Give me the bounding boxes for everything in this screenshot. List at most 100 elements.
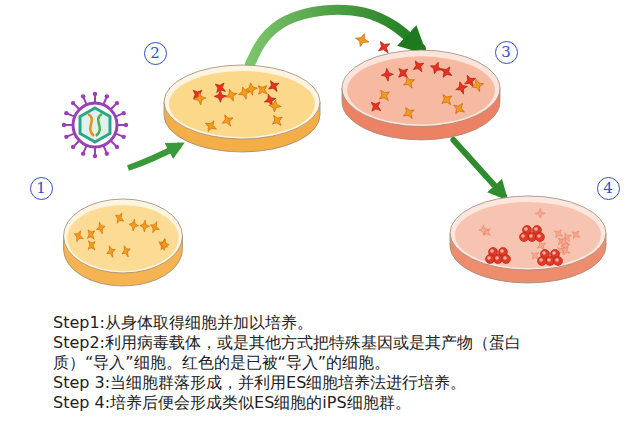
- virus-spike-tip: [121, 111, 125, 115]
- culture-medium: [67, 205, 178, 271]
- virus-spike-tip: [71, 101, 75, 105]
- dish-rim: [450, 196, 606, 270]
- colony-highlight: [534, 227, 538, 231]
- colony-highlight: [521, 234, 525, 238]
- cell-group: [479, 208, 583, 262]
- dish-drawing: [62, 196, 184, 288]
- colony-cell: [502, 255, 511, 264]
- ips-colony: [486, 248, 511, 264]
- colony-cell: [520, 233, 529, 242]
- virus-arrow: [128, 145, 180, 168]
- cell: [194, 92, 207, 105]
- cell: [557, 235, 570, 248]
- cell: [470, 78, 485, 93]
- virus-spike-tip: [124, 123, 128, 127]
- cell: [268, 99, 282, 113]
- petri-dish: 3: [340, 47, 502, 142]
- callout-circle: 2: [144, 42, 167, 65]
- cell: [381, 68, 394, 81]
- colony-highlight: [542, 251, 546, 255]
- cell: [410, 58, 427, 75]
- colony-highlight: [524, 227, 528, 231]
- culture-medium: [169, 71, 315, 137]
- cell: [120, 243, 132, 259]
- cell: [113, 210, 126, 227]
- colony-cell: [486, 255, 495, 264]
- cell: [85, 237, 98, 254]
- cell: [72, 228, 85, 244]
- cell: [438, 63, 455, 81]
- colony-highlight: [547, 258, 551, 262]
- virus-gene: [88, 114, 94, 136]
- virus-spike-tip: [81, 151, 85, 155]
- petri-dish: 1: [62, 196, 184, 288]
- cell: [438, 91, 455, 109]
- colony-highlight: [500, 249, 504, 253]
- step-note: Step 3:当细胞群落形成，并利用ES细胞培养法进行培养。: [53, 373, 563, 393]
- cell: [220, 112, 236, 128]
- dish-rim: [342, 50, 500, 126]
- colony-cell: [536, 233, 545, 242]
- callout-number: 4: [603, 181, 613, 196]
- dish-drawing: [340, 47, 502, 142]
- dish-rim: [164, 65, 320, 139]
- virus-spike-tip: [115, 145, 119, 149]
- cell: [401, 74, 417, 91]
- cell: [535, 208, 545, 218]
- cell: [266, 78, 282, 95]
- cell: [480, 225, 494, 239]
- callout-number: 2: [150, 46, 160, 61]
- petri-dish: 4: [448, 193, 608, 285]
- cell: [85, 226, 98, 243]
- cell: [128, 218, 139, 232]
- cell: [139, 219, 150, 233]
- ips-colony: [520, 226, 545, 242]
- colony-highlight: [495, 256, 499, 260]
- dish-drawing: [162, 62, 322, 154]
- cell: [148, 219, 161, 235]
- callout-number: 3: [501, 45, 511, 60]
- process-arrow: [453, 140, 504, 196]
- dish-rim: [64, 199, 183, 273]
- cell: [105, 244, 117, 260]
- cell: [559, 244, 573, 258]
- virus-spike-tip: [64, 111, 68, 115]
- cell: [159, 238, 169, 251]
- colony-highlight: [503, 256, 507, 260]
- colony-highlight: [539, 258, 543, 262]
- cell: [254, 81, 271, 98]
- petri-dish: 2: [162, 62, 322, 154]
- cell: [157, 236, 170, 253]
- cell: [528, 249, 542, 263]
- cell: [569, 228, 583, 242]
- colony-highlight: [555, 258, 559, 262]
- virus-spike-tip: [115, 101, 119, 105]
- virus-spike-tip: [71, 145, 75, 149]
- ips-colony: [538, 250, 563, 266]
- colony-cell: [528, 233, 537, 242]
- virus-spike-tip: [105, 94, 109, 98]
- virus-spike-tip: [121, 135, 125, 139]
- colony-cell: [494, 255, 503, 264]
- carried-cells: [354, 32, 394, 57]
- colony-cell: [554, 257, 563, 266]
- cell: [367, 98, 385, 116]
- cell: [189, 86, 206, 103]
- callout-number: 1: [36, 181, 46, 196]
- cell: [376, 87, 393, 105]
- virus-capsid: [73, 103, 117, 147]
- cell-group: [189, 78, 286, 135]
- virus-core: [80, 108, 110, 142]
- cell: [95, 220, 106, 235]
- step-note: Step1:从身体取得细胞并加以培养。: [53, 313, 563, 333]
- virus-spike-tip: [64, 135, 68, 139]
- callout-circle: 4: [597, 177, 620, 200]
- virus-spike-tip: [81, 94, 85, 98]
- dish-drawing: [448, 193, 608, 285]
- cell: [214, 90, 227, 103]
- virus-spike-tip: [93, 92, 97, 96]
- colony-cell: [538, 257, 547, 266]
- cell: [428, 60, 444, 76]
- virus-spike-tip: [93, 154, 97, 158]
